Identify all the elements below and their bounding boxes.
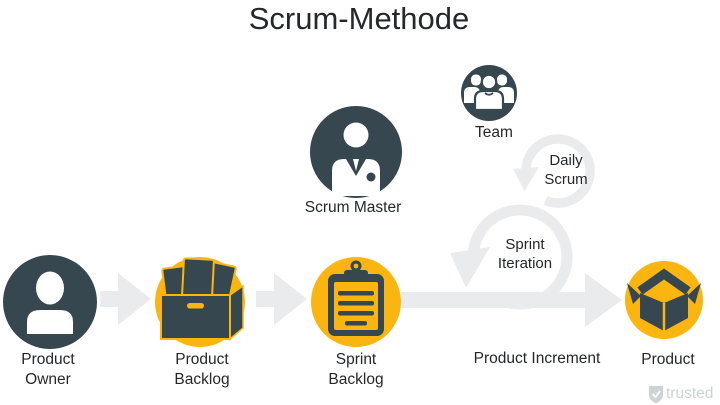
product-owner-node: [3, 255, 97, 349]
product-backlog-label: Product Backlog: [174, 350, 229, 390]
product-increment-label: Product Increment: [474, 349, 601, 369]
watermark-label: trusted: [666, 385, 714, 402]
team-label: Team: [475, 123, 513, 143]
scrum-master-node: [310, 106, 402, 198]
label-line: Scrum Master: [304, 199, 402, 216]
arrow-right-icon: [100, 273, 151, 325]
label-line: Backlog: [328, 371, 384, 388]
label-line: Product: [175, 351, 229, 368]
shield-check-icon: [649, 386, 663, 404]
open-box-icon: [627, 268, 701, 331]
sprint-backlog-node: [311, 257, 401, 347]
label-line: Backlog: [174, 371, 230, 388]
person-icon: [27, 271, 73, 334]
product-owner-label: Product Owner: [21, 350, 74, 390]
cycle-arrow-icon: [513, 134, 595, 208]
sprint-backlog-label: Sprint Backlog: [328, 350, 383, 390]
person-tie-icon: [332, 122, 380, 196]
label-line: Product: [21, 351, 75, 368]
label-line: Sprint: [505, 236, 545, 253]
product-backlog-node: [155, 257, 245, 347]
team-node: [461, 65, 517, 121]
group-icon: [464, 73, 514, 112]
label-line: Sprint: [335, 351, 377, 368]
daily-scrum-label: Daily Scrum: [544, 151, 587, 189]
arrow-right-icon: [256, 273, 307, 325]
label-line: Product Increment: [473, 350, 601, 367]
product-label: Product: [641, 350, 694, 370]
clipboard-icon: [328, 260, 384, 336]
label-line: Scrum: [544, 171, 588, 188]
product-node: [625, 261, 703, 339]
label-line: Daily: [549, 152, 583, 169]
sprint-iteration-label: Sprint Iteration: [498, 235, 552, 273]
label-line: Team: [475, 124, 513, 141]
archive-box-icon: [160, 257, 244, 341]
cycle-arrow-icon: [450, 204, 573, 310]
label-line: Product: [641, 351, 695, 368]
scrum-master-label: Scrum Master: [305, 198, 401, 218]
page-title: Scrum-Methode: [248, 1, 470, 36]
label-line: Owner: [25, 371, 71, 388]
label-line: Iteration: [497, 255, 553, 272]
